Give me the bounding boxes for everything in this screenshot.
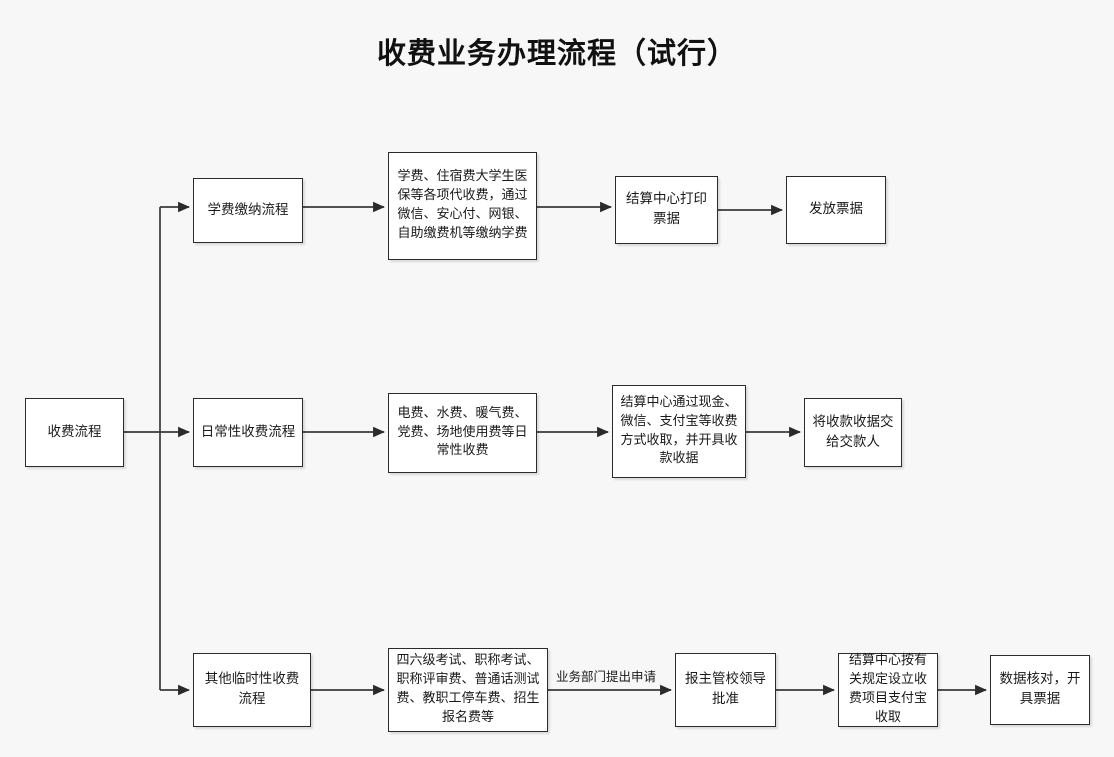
node-branch-tuition-label: 学费缴纳流程 bbox=[207, 201, 289, 218]
node-other-approve-label: 报主管校领导批准 bbox=[685, 671, 766, 707]
node-daily-handover[interactable]: 将收款收据交给交款人 bbox=[804, 398, 902, 467]
node-branch-daily[interactable]: 日常性收费流程 bbox=[193, 398, 303, 467]
node-tuition-issue-label: 发放票据 bbox=[809, 201, 863, 218]
page-title: 收费业务办理流程（试行） bbox=[376, 36, 737, 70]
node-daily-collect[interactable]: 结算中心通过现金、微信、支付宝等收费方式收取，并开具收款收据 bbox=[612, 385, 746, 478]
node-start[interactable]: 收费流程 bbox=[25, 398, 124, 467]
node-branch-other[interactable]: 其他临时性收费流程 bbox=[193, 653, 311, 727]
node-tuition-items[interactable]: 学费、住宿费大学生医保等各项代收费，通过微信、安心付、网银、自助缴费机等缴纳学费 bbox=[388, 152, 537, 260]
node-other-verify-label: 数据核对，开具票据 bbox=[999, 671, 1081, 707]
node-daily-items[interactable]: 电费、水费、暖气费、党费、场地使用费等日常性收费 bbox=[388, 393, 537, 473]
node-other-verify[interactable]: 数据核对，开具票据 bbox=[990, 655, 1090, 725]
node-tuition-print-label: 结算中心打印票据 bbox=[626, 191, 707, 227]
node-daily-handover-label: 将收款收据交给交款人 bbox=[812, 413, 894, 450]
node-other-setup-label: 结算中心按有关规定设立收费项目支付宝收取 bbox=[848, 653, 927, 725]
node-other-setup[interactable]: 结算中心按有关规定设立收费项目支付宝收取 bbox=[838, 653, 938, 727]
node-other-approve[interactable]: 报主管校领导批准 bbox=[675, 653, 776, 727]
node-start-label: 收费流程 bbox=[47, 423, 102, 440]
node-branch-other-label: 其他临时性收费流程 bbox=[204, 671, 300, 707]
node-other-items-label: 四六级考试、职称考试、职称评审费、普通话测试费、教职工停车费、招生报名费等 bbox=[396, 653, 540, 725]
node-daily-collect-label: 结算中心通过现金、微信、支付宝等收费方式收取，并开具收款收据 bbox=[620, 394, 738, 467]
node-tuition-items-label: 学费、住宿费大学生医保等各项代收费，通过微信、安心付、网银、自助缴费机等缴纳学费 bbox=[397, 169, 528, 241]
node-other-items[interactable]: 四六级考试、职称考试、职称评审费、普通话测试费、教职工停车费、招生报名费等 bbox=[388, 648, 548, 732]
node-daily-items-label: 电费、水费、暖气费、党费、场地使用费等日常性收费 bbox=[397, 405, 528, 459]
node-branch-daily-label: 日常性收费流程 bbox=[200, 423, 296, 440]
node-tuition-print[interactable]: 结算中心打印票据 bbox=[615, 176, 718, 244]
node-branch-tuition[interactable]: 学费缴纳流程 bbox=[193, 178, 303, 243]
edge-label-apply: 业务部门提出申请 bbox=[556, 669, 657, 684]
node-tuition-issue[interactable]: 发放票据 bbox=[786, 176, 886, 244]
